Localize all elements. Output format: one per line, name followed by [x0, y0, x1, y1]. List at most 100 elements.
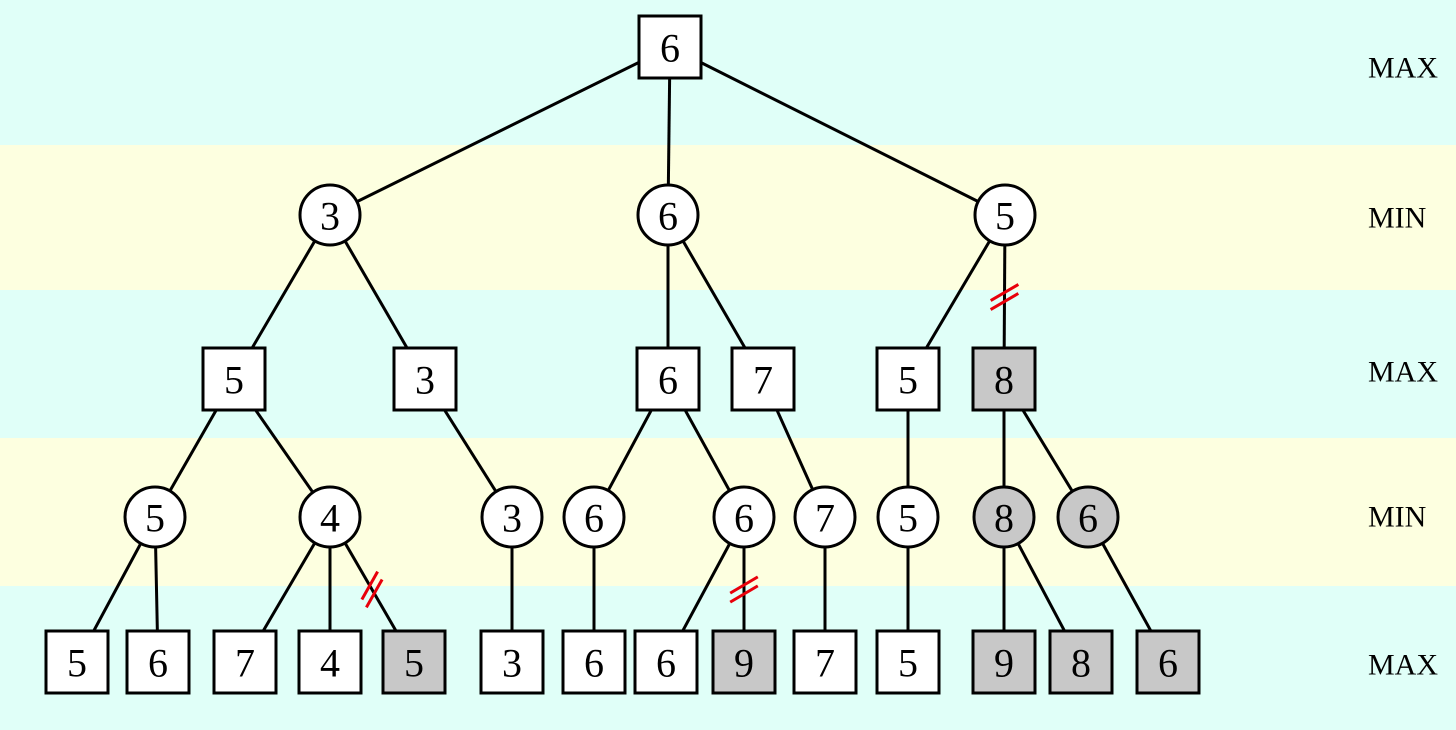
node-circle: [298, 485, 362, 549]
max-node-n20: 6: [125, 629, 191, 695]
node-value: 5: [67, 641, 87, 686]
min-node-n1: 3: [298, 183, 362, 247]
prune-marks: [360, 283, 1020, 609]
node-value: 6: [584, 496, 604, 541]
min-node-n14: 6: [712, 485, 776, 549]
max-node-n7: 7: [730, 346, 796, 412]
node-value: 3: [502, 496, 522, 541]
max-node-n25: 6: [561, 629, 627, 695]
edge-n0-n1: [329, 45, 671, 217]
level-label-3: MIN: [1368, 501, 1426, 534]
min-node-n3: 5: [973, 183, 1037, 247]
node-square: [730, 346, 796, 412]
min-node-n16: 5: [876, 485, 940, 549]
min-node-n13: 6: [562, 485, 626, 549]
node-value: 3: [320, 194, 340, 239]
max-node-n27: 9: [711, 629, 777, 695]
node-value: 6: [658, 194, 678, 239]
node-value: 5: [224, 358, 244, 403]
level-label-4: MAX: [1368, 649, 1438, 682]
prune-stroke: [729, 575, 759, 595]
node-square: [971, 346, 1037, 412]
node-circle: [636, 183, 700, 247]
node-circle: [480, 485, 544, 549]
node-value: 6: [658, 358, 678, 403]
node-value: 6: [734, 496, 754, 541]
node-value: 8: [994, 496, 1014, 541]
node-square: [561, 629, 627, 695]
node-value: 6: [1078, 496, 1098, 541]
node-value: 7: [235, 641, 255, 686]
node-square: [637, 14, 703, 80]
prune-mark: [989, 283, 1020, 311]
node-square: [297, 629, 363, 695]
node-value: 4: [320, 496, 340, 541]
node-square: [381, 629, 447, 695]
node-value: 5: [898, 641, 918, 686]
node-value: 5: [898, 358, 918, 403]
node-circle: [973, 183, 1037, 247]
max-node-n24: 3: [479, 629, 545, 695]
level-labels: MAX MIN MAX MIN MAX: [1368, 52, 1438, 682]
node-square: [875, 629, 941, 695]
node-value: 4: [320, 641, 340, 686]
node-value: 9: [994, 641, 1014, 686]
node-circle: [972, 485, 1036, 549]
prune-stroke: [360, 570, 379, 601]
node-value: 7: [815, 496, 835, 541]
node-value: 9: [734, 641, 754, 686]
node-circle: [1056, 485, 1120, 549]
max-node-n21: 7: [212, 629, 278, 695]
prune-mark: [729, 575, 759, 604]
min-node-n18: 6: [1056, 485, 1120, 549]
band-level-1: [0, 145, 1456, 290]
node-square: [971, 629, 1037, 695]
node-value: 5: [404, 641, 424, 686]
max-node-n9: 8: [971, 346, 1037, 412]
min-node-n2: 6: [636, 183, 700, 247]
prune-stroke: [989, 292, 1020, 311]
node-value: 6: [1158, 641, 1178, 686]
max-node-n6: 6: [635, 346, 701, 412]
max-node-n31: 8: [1048, 629, 1114, 695]
node-circle: [793, 485, 857, 549]
prune-mark: [360, 570, 384, 609]
node-value: 6: [584, 641, 604, 686]
node-value: 8: [994, 358, 1014, 403]
node-circle: [876, 485, 940, 549]
node-circle: [298, 183, 362, 247]
node-square: [875, 346, 941, 412]
edge-n0-n3: [669, 45, 1006, 217]
node-square: [1135, 629, 1201, 695]
node-value: 7: [753, 358, 773, 403]
max-node-n32: 6: [1135, 629, 1201, 695]
node-value: 6: [148, 641, 168, 686]
min-node-n10: 5: [123, 485, 187, 549]
node-circle: [123, 485, 187, 549]
max-node-n26: 6: [633, 629, 699, 695]
max-node-n4: 5: [201, 346, 267, 412]
node-square: [392, 346, 458, 412]
node-value: 7: [815, 641, 835, 686]
node-square: [125, 629, 191, 695]
node-circle: [712, 485, 776, 549]
node-circle: [562, 485, 626, 549]
max-node-n29: 5: [875, 629, 941, 695]
node-square: [1048, 629, 1114, 695]
node-value: 3: [415, 358, 435, 403]
max-node-n19: 5: [44, 629, 110, 695]
level-label-2: MAX: [1368, 356, 1438, 389]
band-level-0: [0, 0, 1456, 145]
max-node-n28: 7: [792, 629, 858, 695]
node-square: [711, 629, 777, 695]
max-node-n8: 5: [875, 346, 941, 412]
node-value: 5: [898, 496, 918, 541]
max-node-n5: 3: [392, 346, 458, 412]
prune-stroke: [365, 578, 384, 609]
max-node-n22: 4: [297, 629, 363, 695]
node-value: 5: [145, 496, 165, 541]
node-square: [44, 629, 110, 695]
node-square: [201, 346, 267, 412]
